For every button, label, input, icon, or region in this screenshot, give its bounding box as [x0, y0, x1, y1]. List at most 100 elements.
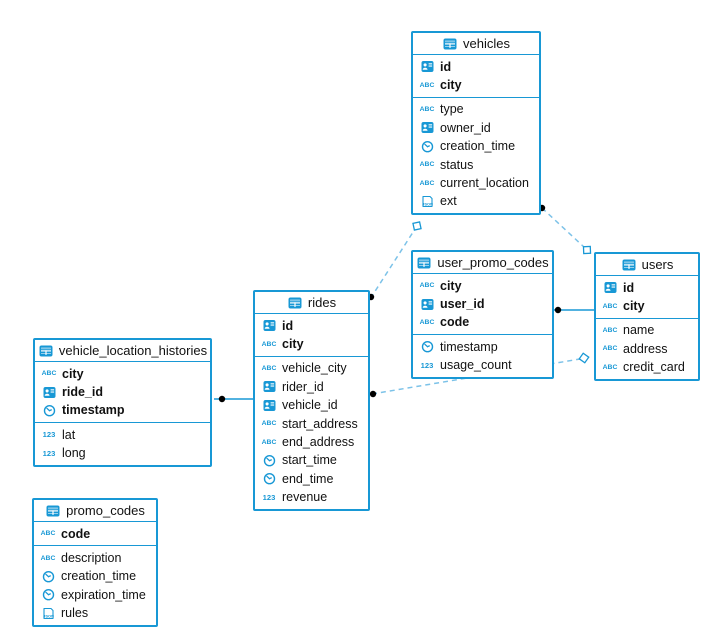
column-city[interactable]: ABC city: [596, 297, 698, 315]
table-header[interactable]: vehicles: [413, 33, 539, 54]
relationship-vehicles-users[interactable]: [538, 204, 592, 255]
timestamp-icon: [260, 472, 278, 485]
text-type-icon: ABC: [261, 438, 277, 446]
text-type-icon: ABC: [602, 326, 618, 334]
column-name: status: [440, 157, 474, 172]
table-icon: [621, 259, 637, 271]
primary-key-section: ABC code: [34, 521, 156, 545]
column-id[interactable]: id: [596, 279, 698, 297]
table-header[interactable]: vehicle_location_histories: [35, 340, 210, 361]
column-name: id: [623, 280, 635, 295]
column-name: city: [623, 299, 645, 314]
column-name: code: [61, 526, 91, 541]
text-type-icon: ABC: [40, 530, 56, 538]
text-type-icon: ABC: [419, 81, 435, 89]
column-expiration_time[interactable]: expiration_time: [34, 586, 156, 604]
relationship-user_promo_codes-users[interactable]: [553, 306, 595, 314]
column-start_time[interactable]: start_time: [255, 451, 368, 469]
text-type-icon: ABC: [419, 161, 435, 169]
column-name: city: [440, 78, 462, 93]
table-header[interactable]: promo_codes: [34, 500, 156, 521]
table-icon: [416, 257, 432, 269]
column-name: user_id: [440, 297, 485, 312]
column-timestamp[interactable]: timestamp: [413, 338, 552, 356]
svg-text:JSON: JSON: [422, 201, 433, 206]
column-name: rules: [61, 606, 89, 621]
column-creation_time[interactable]: creation_time: [34, 567, 156, 585]
column-name: usage_count: [440, 358, 512, 373]
column-vehicle_city[interactable]: ABC vehicle_city: [255, 359, 368, 377]
column-name: id: [440, 59, 452, 74]
table-header[interactable]: rides: [255, 292, 368, 313]
id-card-icon: [260, 319, 278, 332]
column-ride_id[interactable]: ride_id: [35, 383, 210, 401]
column-status[interactable]: ABC status: [413, 155, 539, 173]
diamond-endpoint-icon: [578, 352, 590, 364]
column-name: expiration_time: [61, 587, 146, 602]
table-name: vehicles: [463, 36, 510, 51]
timestamp-icon: [40, 404, 58, 417]
text-type-icon: ABC: [419, 105, 435, 113]
text-type-icon: ABC: [602, 302, 618, 310]
column-timestamp[interactable]: timestamp: [35, 401, 210, 419]
column-code[interactable]: ABC code: [34, 525, 156, 543]
column-id[interactable]: id: [255, 317, 368, 335]
column-creation_time[interactable]: creation_time: [413, 137, 539, 155]
timestamp-icon: [39, 588, 57, 601]
diamond-endpoint-icon: [582, 245, 592, 255]
column-name: vehicle_id: [282, 398, 338, 413]
column-id[interactable]: id: [413, 58, 539, 76]
table-icon: [45, 505, 61, 517]
column-rider_id[interactable]: rider_id: [255, 378, 368, 396]
relationship-vehicle_location_histories-rides[interactable]: [214, 395, 254, 403]
column-user_id[interactable]: user_id: [413, 295, 552, 313]
table-header[interactable]: user_promo_codes: [413, 252, 552, 273]
dot-endpoint-icon: [554, 306, 562, 314]
table-icon: [38, 345, 54, 357]
column-vehicle_id[interactable]: vehicle_id: [255, 396, 368, 414]
column-name: timestamp: [440, 339, 498, 354]
column-name: vehicle_city: [282, 361, 347, 376]
column-city[interactable]: ABC city: [413, 76, 539, 94]
column-name: code: [440, 315, 470, 330]
timestamp-icon: [260, 454, 278, 467]
text-type-icon: ABC: [261, 364, 277, 372]
id-card-icon: [418, 60, 436, 73]
column-end_time[interactable]: end_time: [255, 470, 368, 488]
diamond-endpoint-icon: [412, 221, 422, 231]
column-name: start_time: [282, 453, 337, 468]
column-owner_id[interactable]: owner_id: [413, 119, 539, 137]
table-header[interactable]: users: [596, 254, 698, 275]
text-type-icon: ABC: [261, 340, 277, 348]
text-type-icon: ABC: [261, 420, 277, 428]
timestamp-icon: [418, 340, 436, 353]
